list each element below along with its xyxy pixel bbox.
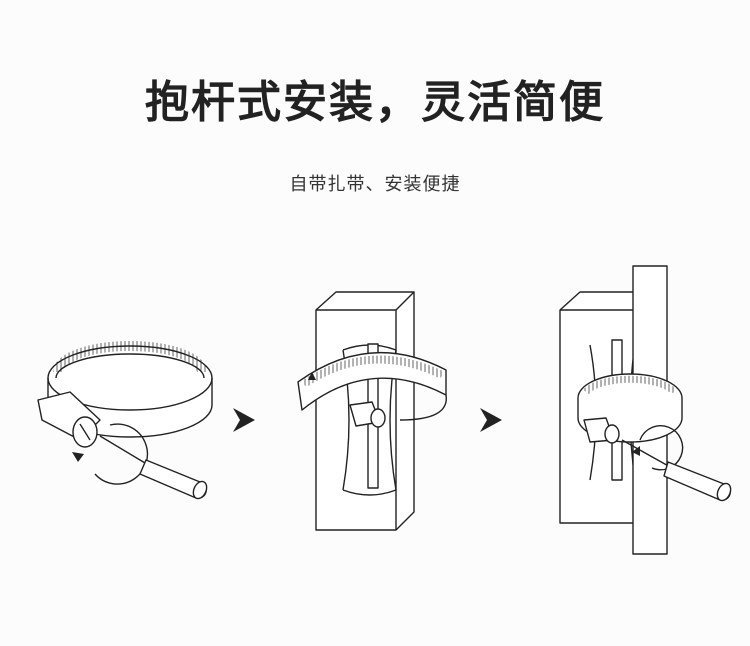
step1-hose-clamp-icon [37,341,213,500]
next-arrow-icon [233,408,255,432]
step2-clamp-on-bracket-icon [297,291,447,531]
page-title: 抱杆式安装，灵活简便 [145,77,605,128]
next-arrow-icon [480,408,502,432]
page-subtitle: 自带扎带、安装便捷 [289,174,461,195]
step3-clamp-on-pole-icon [559,265,732,555]
